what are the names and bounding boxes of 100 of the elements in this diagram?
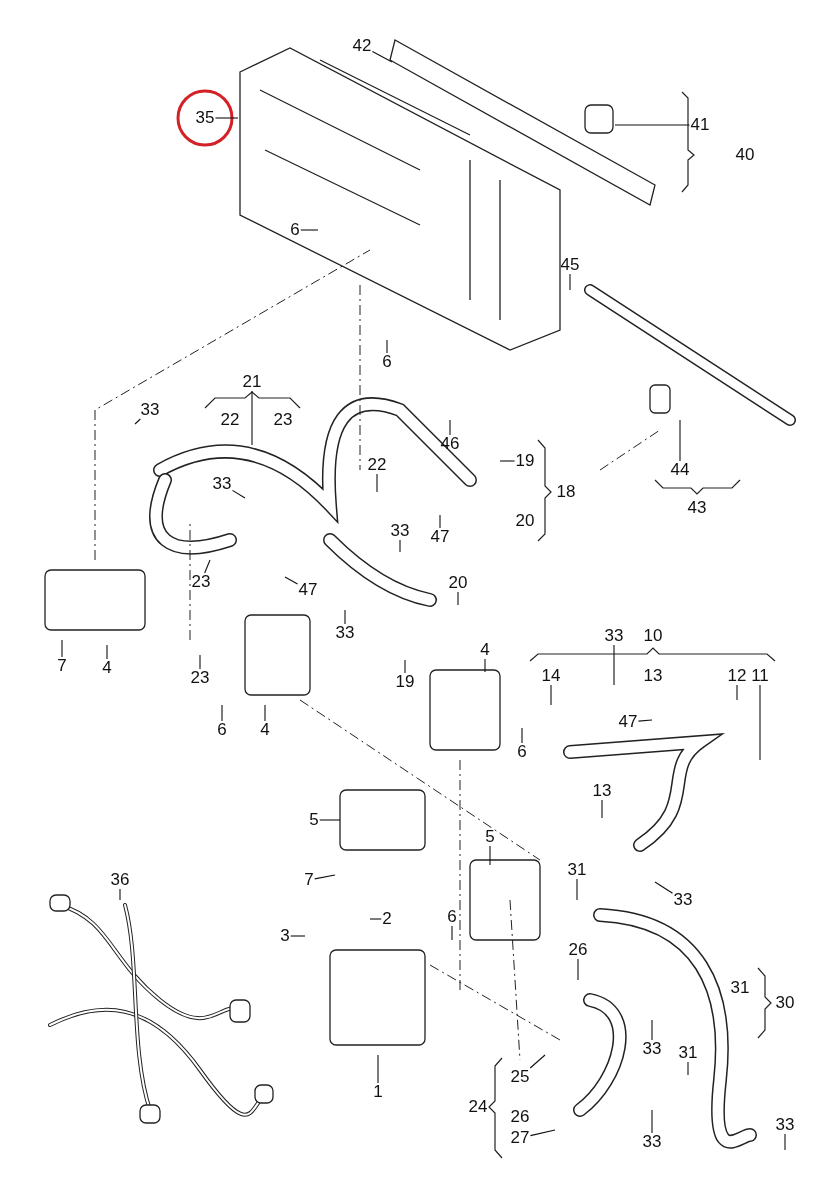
callout-number: 4 — [101, 659, 113, 677]
callout-number: 13 — [642, 667, 664, 685]
callout-number: 4 — [259, 721, 271, 739]
callout-number: 18 — [555, 483, 577, 501]
callout-number: 33 — [603, 627, 625, 645]
callout-number: 47 — [297, 581, 319, 599]
leader-line — [284, 576, 299, 585]
leader-line — [199, 654, 201, 670]
callout-number: 6 — [289, 221, 301, 239]
callout-number: 36 — [109, 871, 131, 889]
leader-line — [759, 684, 761, 761]
callout-number: 25 — [509, 1068, 531, 1086]
leader-line — [784, 1133, 786, 1151]
callout-number: 13 — [591, 782, 613, 800]
leader-line — [344, 609, 346, 625]
callout-number: 23 — [272, 411, 294, 429]
leader-line — [637, 719, 653, 722]
callout-number: 22 — [219, 411, 241, 429]
callout-number: 1 — [372, 1083, 384, 1101]
callout-number: 5 — [484, 828, 496, 846]
callout-number: 33 — [334, 624, 356, 642]
leader-line — [290, 935, 306, 937]
callout-number: 33 — [211, 475, 233, 493]
leader-line — [736, 684, 738, 701]
callout-number: 47 — [429, 528, 451, 546]
leader-line — [221, 704, 223, 722]
callout-number: 23 — [189, 669, 211, 687]
callout-number: 11 — [750, 667, 770, 685]
leader-line — [251, 390, 253, 446]
callout-number: 12 — [726, 667, 748, 685]
callout-number: 19 — [514, 452, 536, 470]
leader-line — [651, 1019, 653, 1041]
leader-line — [376, 473, 378, 493]
callout-number: 41 — [689, 116, 711, 134]
leader-line — [679, 419, 681, 462]
leader-line — [314, 874, 336, 880]
callout-number: 6 — [216, 721, 228, 739]
leader-line — [61, 639, 63, 658]
callout-number: 35 — [194, 109, 216, 127]
callout-number: 3 — [279, 927, 291, 945]
callout-number: 42 — [351, 37, 373, 55]
callout-number: 45 — [559, 256, 581, 274]
callout-number: 22 — [366, 456, 388, 474]
callout-number: 30 — [774, 994, 796, 1012]
leader-line — [489, 845, 491, 866]
leader-line — [569, 273, 571, 291]
callout-number: 33 — [774, 1116, 796, 1134]
leader-line — [449, 419, 451, 436]
callout-number: 33 — [672, 891, 694, 909]
callout-number: 7 — [303, 871, 315, 889]
leader-line — [577, 958, 579, 981]
leader-line — [521, 727, 523, 744]
callout-number: 44 — [669, 461, 691, 479]
leader-line — [614, 124, 691, 126]
callout-number: 6 — [381, 353, 393, 371]
callout-number: 2 — [381, 910, 393, 928]
leader-line — [231, 489, 246, 499]
leader-line — [687, 1061, 689, 1076]
callout-number: 6 — [446, 908, 458, 926]
callout-number: 23 — [190, 573, 212, 591]
leader-line — [550, 684, 552, 706]
callout-number: 20 — [447, 574, 469, 592]
callout-number: 33 — [139, 401, 161, 419]
callout-number: 27 — [509, 1129, 531, 1147]
callout-number: 47 — [617, 713, 639, 731]
callout-number: 40 — [734, 146, 756, 164]
callout-number: 20 — [514, 512, 536, 530]
callout-number: 26 — [509, 1108, 531, 1126]
leader-line — [119, 888, 121, 901]
leader-line — [371, 51, 393, 63]
leader-line — [377, 1054, 379, 1084]
leader-line — [613, 644, 615, 686]
callout-number: 31 — [677, 1044, 699, 1062]
leader-line — [386, 339, 388, 354]
leader-line — [439, 514, 441, 529]
leader-line — [106, 644, 108, 660]
leader-line — [529, 1129, 556, 1137]
leader-line — [457, 591, 459, 606]
leader-line — [529, 1054, 546, 1069]
callout-number: 31 — [729, 979, 751, 997]
callout-number: 4 — [479, 641, 491, 659]
callout-number: 33 — [641, 1133, 663, 1151]
leader-line — [399, 539, 401, 553]
leader-line — [499, 460, 516, 462]
callout-number: 7 — [56, 657, 68, 675]
callout-number: 6 — [516, 743, 528, 761]
callout-number: 46 — [439, 435, 461, 453]
callout-number: 43 — [686, 499, 708, 517]
leader-line — [204, 559, 211, 574]
leader-line — [319, 819, 341, 821]
leader-line — [369, 918, 382, 920]
leader-line — [654, 881, 674, 894]
leader-line — [451, 925, 453, 941]
callout-number: 5 — [308, 811, 320, 829]
callout-number: 24 — [467, 1098, 489, 1116]
callout-number: 21 — [241, 373, 263, 391]
leader-line — [576, 878, 578, 901]
leader-line — [484, 658, 486, 673]
callout-number: 31 — [566, 861, 588, 879]
leader-line — [300, 229, 319, 231]
